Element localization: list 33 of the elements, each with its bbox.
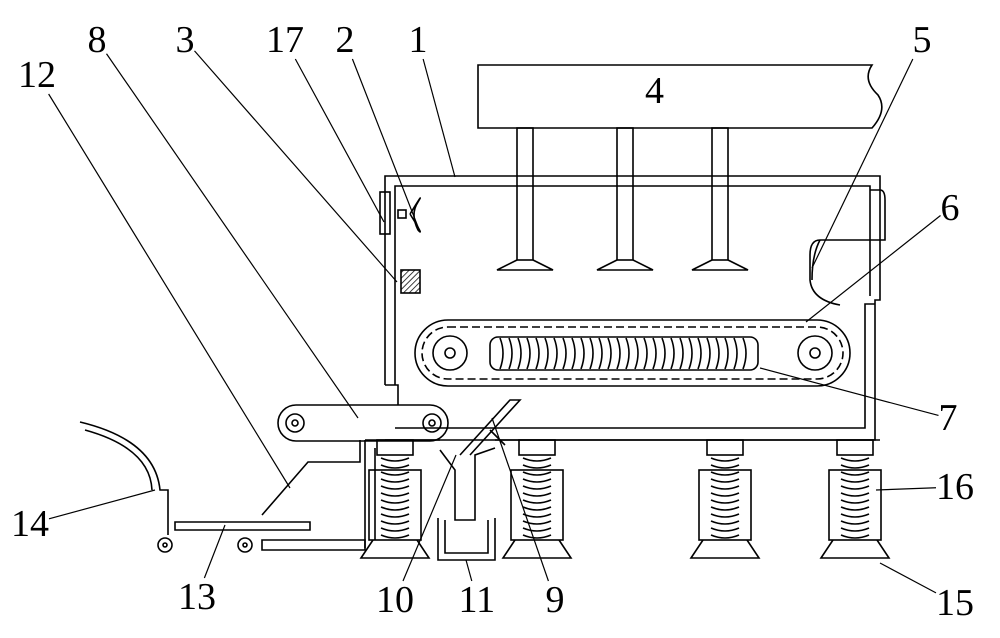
- leader-line: [106, 53, 358, 418]
- callout-number: 17: [266, 21, 304, 59]
- callout-number: 14: [11, 505, 49, 543]
- callout-number: 16: [936, 468, 974, 506]
- leader-line: [294, 58, 385, 222]
- leader-line: [811, 58, 914, 268]
- callout-number: 3: [176, 21, 194, 59]
- callout-number: 4: [645, 72, 664, 110]
- leader-line: [204, 524, 226, 578]
- callout-number: 15: [936, 584, 974, 622]
- leader-line: [352, 58, 421, 232]
- leader-line: [491, 418, 549, 582]
- callout-number: 10: [376, 581, 414, 619]
- leader-line: [876, 487, 936, 491]
- leader-line: [760, 367, 939, 416]
- callout-number: 12: [18, 56, 56, 94]
- callout-number: 8: [88, 21, 106, 59]
- leader-line: [402, 454, 457, 582]
- leader-line: [880, 562, 936, 594]
- leader-line: [806, 215, 941, 322]
- leader-line: [48, 489, 156, 520]
- leader-line: [465, 560, 472, 582]
- callout-number: 13: [178, 578, 216, 616]
- leader-line: [194, 50, 398, 282]
- callout-number: 9: [546, 581, 564, 619]
- callout-number: 2: [336, 21, 354, 59]
- callout-number: 1: [408, 21, 428, 59]
- callout-number: 7: [938, 399, 958, 437]
- callout-number: 11: [458, 581, 496, 619]
- callout-number: 5: [912, 21, 932, 59]
- leader-line: [48, 94, 291, 488]
- leader-line: [422, 58, 456, 178]
- callout-number: 6: [940, 189, 960, 227]
